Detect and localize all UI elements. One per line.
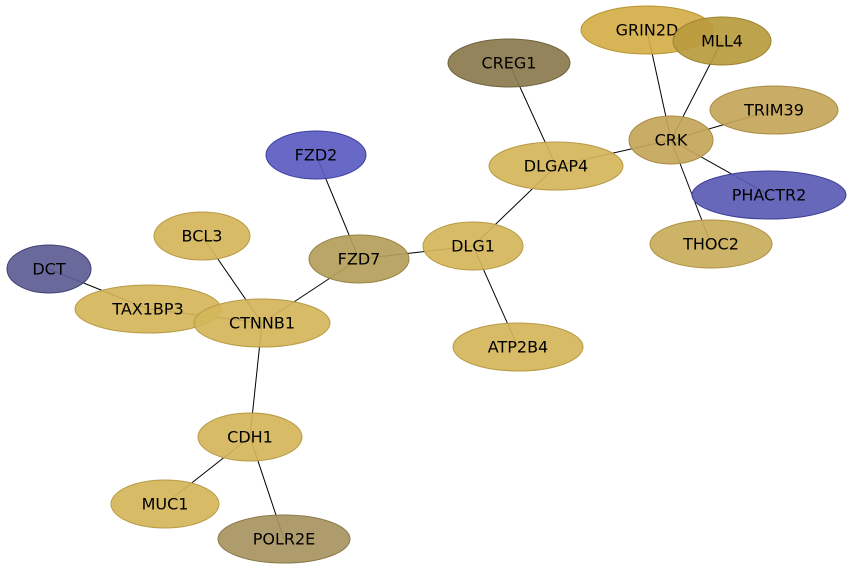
node-label-thoc2: THOC2 [682, 235, 739, 254]
node-label-cdh1: CDH1 [227, 428, 273, 447]
node-shape-thoc2 [649, 219, 773, 269]
node-label-bcl3: BCL3 [182, 227, 223, 246]
node-shape-crk [628, 115, 714, 165]
node-shape-polr2e [217, 514, 351, 564]
node-muc1: MUC1 [110, 479, 220, 529]
node-thoc2: THOC2 [649, 219, 773, 269]
node-label-grin2d: GRIN2D [616, 21, 679, 40]
node-label-tax1bp3: TAX1BP3 [111, 300, 183, 319]
node-creg1: CREG1 [447, 38, 571, 88]
node-polr2e: POLR2E [217, 514, 351, 564]
node-shape-dlgap4 [488, 141, 624, 191]
node-shape-phactr2 [691, 170, 847, 220]
node-cdh1: CDH1 [197, 412, 303, 462]
node-label-dct: DCT [32, 260, 65, 279]
node-ctnnb1: CTNNB1 [193, 298, 331, 348]
node-label-fzd7: FZD7 [338, 250, 381, 269]
node-shape-creg1 [447, 38, 571, 88]
node-dlg1: DLG1 [422, 221, 524, 271]
node-label-dlg1: DLG1 [451, 237, 495, 256]
node-fzd7: FZD7 [308, 234, 410, 284]
node-label-phactr2: PHACTR2 [732, 186, 807, 205]
node-shape-ctnnb1 [193, 298, 331, 348]
node-shape-trim39 [709, 85, 839, 135]
node-bcl3: BCL3 [153, 211, 251, 261]
node-dct: DCT [6, 244, 92, 294]
node-crk: CRK [628, 115, 714, 165]
node-label-creg1: CREG1 [482, 54, 537, 73]
node-shape-atp2b4 [452, 322, 584, 372]
node-fzd2: FZD2 [265, 130, 367, 180]
node-label-dlgap4: DLGAP4 [524, 157, 588, 176]
node-atp2b4: ATP2B4 [452, 322, 584, 372]
node-phactr2: PHACTR2 [691, 170, 847, 220]
node-shape-dct [6, 244, 92, 294]
node-shape-fzd7 [308, 234, 410, 284]
node-shape-mll4 [672, 16, 772, 66]
node-label-crk: CRK [655, 131, 688, 150]
node-label-muc1: MUC1 [142, 495, 189, 514]
node-mll4: MLL4 [672, 16, 772, 66]
node-shape-fzd2 [265, 130, 367, 180]
node-label-ctnnb1: CTNNB1 [229, 314, 295, 333]
node-trim39: TRIM39 [709, 85, 839, 135]
node-label-polr2e: POLR2E [253, 530, 316, 549]
edge-layer [48, 29, 775, 540]
node-shape-muc1 [110, 479, 220, 529]
node-tax1bp3: TAX1BP3 [74, 284, 222, 334]
node-shape-dlg1 [422, 221, 524, 271]
node-label-trim39: TRIM39 [743, 101, 804, 120]
node-label-atp2b4: ATP2B4 [488, 338, 548, 357]
node-shape-cdh1 [197, 412, 303, 462]
node-dlgap4: DLGAP4 [488, 141, 624, 191]
node-label-fzd2: FZD2 [295, 146, 338, 165]
node-label-mll4: MLL4 [701, 32, 743, 51]
node-shape-bcl3 [153, 211, 251, 261]
